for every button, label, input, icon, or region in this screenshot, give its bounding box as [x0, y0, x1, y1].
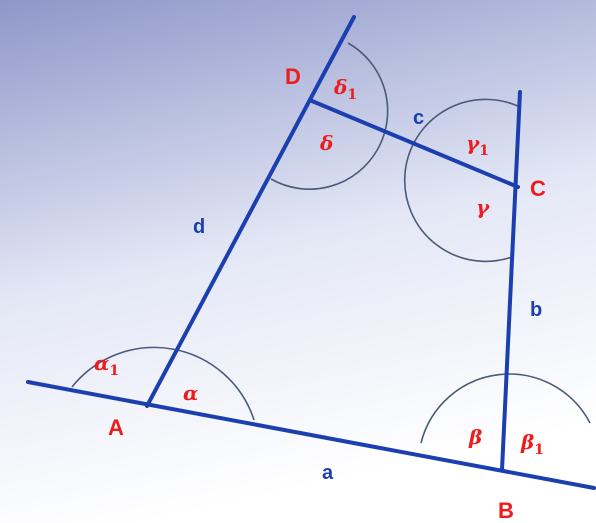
vertex-label-b: B	[498, 498, 514, 523]
angle-label-beta: β	[468, 425, 482, 449]
side-label-c: c	[413, 107, 424, 129]
arc-vertex-c	[403, 98, 521, 263]
angle-label-alpha: α	[183, 381, 198, 405]
angle-label-delta1: δ1	[333, 75, 357, 103]
vertex-labels: A B C D	[108, 64, 546, 523]
arc-vertex-b	[420, 373, 591, 444]
vertex-label-c: C	[530, 176, 546, 201]
side-label-b: b	[530, 299, 542, 321]
line-side-d	[145, 15, 356, 408]
side-label-a: a	[322, 462, 334, 484]
arc-vertex-a	[71, 346, 255, 421]
angle-labels: α1 α β β1 γ1 γ δ1 δ	[94, 75, 544, 458]
angle-arcs	[71, 42, 591, 444]
angle-label-gamma: γ	[476, 195, 490, 219]
quadrilateral-lines	[26, 15, 596, 490]
vertex-label-d: D	[285, 64, 301, 89]
angle-label-delta: δ	[319, 131, 333, 155]
side-label-d: d	[193, 216, 205, 238]
angle-label-beta1: β1	[520, 430, 544, 458]
line-side-b	[500, 90, 522, 472]
vertex-label-a: A	[108, 415, 124, 440]
angle-label-alpha1: α1	[94, 351, 119, 379]
line-side-c	[310, 99, 520, 189]
arc-vertex-d	[270, 42, 389, 190]
line-side-a	[26, 380, 596, 490]
angle-label-gamma1: γ1	[466, 131, 489, 159]
side-labels: a b c d	[193, 107, 542, 484]
